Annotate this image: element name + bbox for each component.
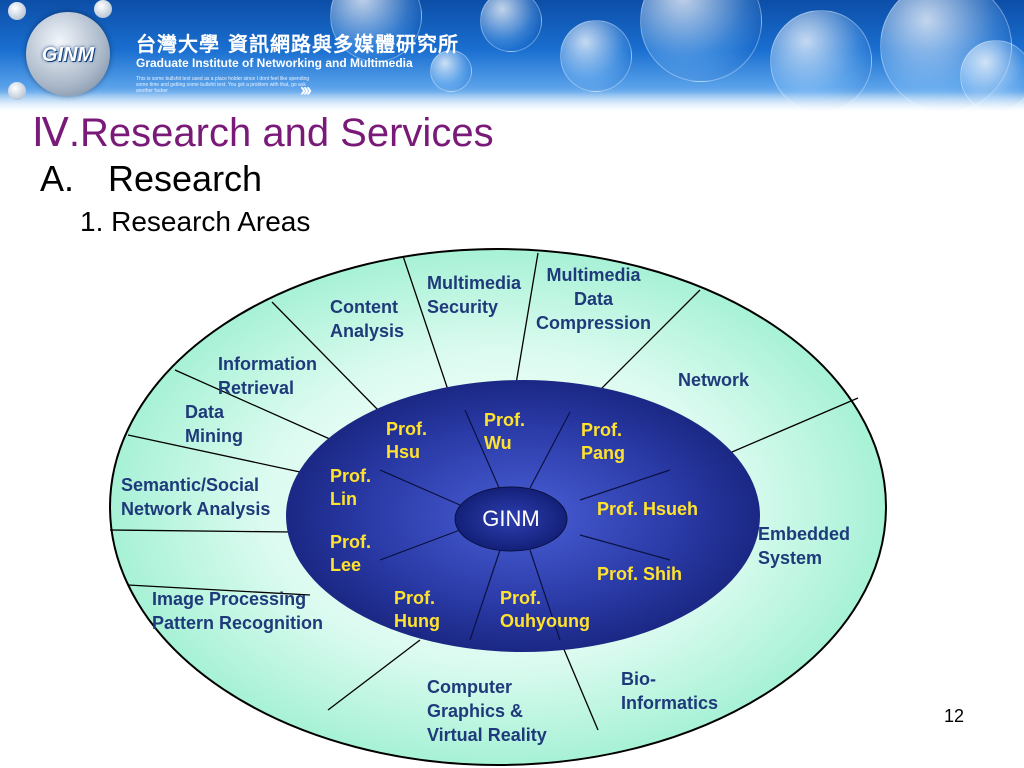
area-image-processing: Image Processing Pattern Recognition — [152, 589, 324, 633]
banner-fine-print: This is some bullshit text used as a pla… — [136, 76, 310, 94]
bubble-decoration — [430, 50, 472, 92]
prof-lee: Prof. Lee — [330, 532, 372, 575]
prof-pang: Prof. Pang — [581, 420, 626, 463]
prof-hsu: Prof. Hsu — [386, 419, 428, 462]
inner-dividers — [379, 409, 671, 641]
subsection-heading: 1. Research Areas — [80, 206, 311, 237]
area-multimedia-compression: Multimedia Data Compression — [535, 265, 652, 333]
section-marker: A. — [40, 158, 75, 199]
institute-name-english: Graduate Institute of Networking and Mul… — [136, 56, 413, 70]
prof-hung: Prof. Hung — [394, 588, 440, 631]
bubble-decoration — [560, 20, 632, 92]
institute-name-chinese: 台灣大學 資訊網路與多媒體研究所 — [136, 32, 459, 56]
chevron-right-icon: ››› — [300, 80, 312, 100]
bubble-decoration — [480, 0, 542, 52]
prof-ouhyoung: Prof. Ouhyoung — [500, 588, 590, 631]
section-title: Research — [108, 158, 263, 199]
area-network: Network — [678, 370, 750, 390]
center-label: GINM — [482, 506, 540, 531]
prof-hsueh: Prof. Hsueh — [597, 499, 699, 519]
area-computer-graphics: Computer Graphics & Virtual Reality — [427, 677, 547, 745]
area-multimedia-security: Multimedia Security — [427, 273, 522, 317]
logo-emblem-icon — [26, 12, 110, 96]
section-heading: A. Research — [40, 158, 262, 200]
header-banner: GINM 台灣大學 資訊網路與多媒體研究所 Graduate Institute… — [0, 0, 1024, 112]
center-hub — [454, 486, 568, 552]
area-semantic-social: Semantic/Social Network Analysis — [121, 475, 271, 519]
logo-text: GINM — [41, 44, 95, 66]
area-information-retrieval: Information Retrieval — [218, 354, 317, 398]
page-number: 12 — [944, 706, 965, 726]
prof-wu: Prof. Wu — [484, 410, 526, 453]
area-content-analysis: Content Analysis — [330, 297, 405, 341]
ginm-logo: GINM — [8, 0, 128, 100]
area-embedded-system: Embedded System — [758, 524, 851, 568]
slide-title: Ⅳ.Research and Services — [32, 111, 494, 155]
area-bio-informatics: Bio-Informatics — [621, 669, 719, 713]
area-data-mining: Data Mining — [185, 402, 243, 446]
prof-shih: Prof. Shih — [597, 564, 682, 584]
banner-fade — [0, 92, 1024, 112]
prof-lin: Prof. Lin — [330, 466, 372, 509]
